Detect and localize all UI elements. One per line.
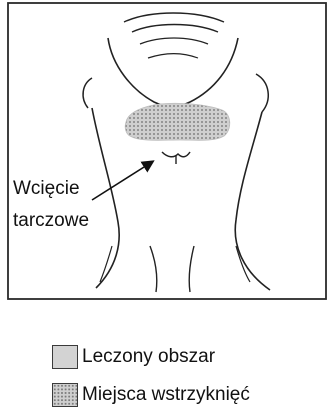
diagram-border [8, 3, 326, 299]
chin-contour [148, 54, 198, 59]
chin-line-lower [140, 38, 208, 44]
legend-item-treated-area: Leczony obszar [52, 344, 215, 370]
neck-center-line-right [189, 246, 194, 292]
treated-area-swatch [52, 345, 78, 369]
legend-label: Leczony obszar [82, 345, 215, 369]
notch-label-line1: Wcięcie [13, 177, 80, 201]
pointer-arrow [92, 162, 152, 200]
injection-area [125, 103, 230, 140]
jaw-outline [108, 38, 238, 107]
shoulder-line-right [236, 246, 250, 282]
chin-line-mid [132, 25, 218, 33]
neck-right-outline [235, 112, 270, 290]
notch-label-line2: tarczowe [13, 209, 89, 233]
neck-illustration [0, 0, 332, 304]
neck-center-line-left [150, 246, 157, 292]
chin-line-upper [124, 13, 224, 22]
ear-left-icon [83, 78, 92, 108]
ear-right-icon [256, 74, 268, 112]
injection-sites-swatch [52, 383, 78, 407]
legend-label: Miejsca wstrzyknięć [82, 383, 250, 407]
legend-item-injection-sites: Miejsca wstrzyknięć [52, 382, 250, 408]
neck-diagram: Wcięcie tarczowe [0, 0, 332, 304]
